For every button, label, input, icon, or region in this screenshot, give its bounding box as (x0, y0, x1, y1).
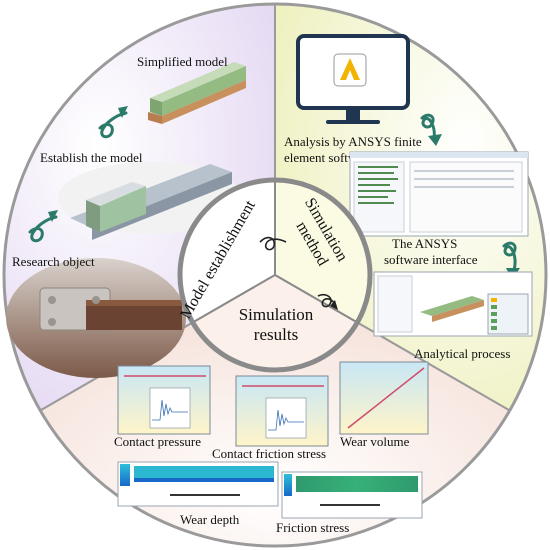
interface-label-line1: The ANSYS (392, 236, 457, 251)
arrow-head-icon (48, 210, 58, 222)
wear-volume-label: Wear volume (340, 434, 410, 449)
ansys-logo-icon (340, 58, 360, 80)
friction-stress-contour (281, 471, 423, 519)
research-object-photo (6, 258, 186, 378)
ansys-monitor-image (296, 34, 410, 124)
hub-border (177, 177, 373, 373)
curly-arrow-icon (98, 111, 128, 139)
simplified-model-image (148, 62, 246, 124)
contact-friction-stress-label: Contact friction stress (212, 446, 326, 461)
research-object-label: Research object (12, 254, 95, 269)
contact-friction-stress-plot (235, 375, 329, 447)
analytical-process-label: Analytical process (414, 346, 510, 361)
interface-label-line2: software interface (384, 252, 478, 267)
wear-volume-plot (339, 361, 429, 435)
curly-arrow-icon (502, 241, 517, 272)
contact-pressure-plot (117, 365, 211, 435)
arrow-head-icon (330, 300, 338, 310)
friction-stress-label: Friction stress (276, 520, 349, 535)
cycle-arrow-icon (317, 293, 336, 308)
analysis-label-line1: Analysis by ANSYS finite (284, 134, 422, 149)
hub-simulation-results-line1: Simulation (239, 305, 314, 324)
arrow-head-icon (118, 106, 128, 118)
simplified-model-label: Simplified model (137, 54, 228, 69)
wear-depth-label: Wear depth (180, 512, 240, 527)
contact-pressure-label: Contact pressure (114, 434, 201, 449)
wear-depth-contour (117, 461, 279, 507)
cycle-arrow-icon (259, 236, 287, 251)
curly-arrow-icon (420, 113, 436, 140)
established-model-image (58, 162, 242, 240)
ansys-interface-screenshot (349, 151, 529, 237)
analytical-process-screenshot (373, 271, 533, 337)
hub-simulation-results-line2: results (254, 325, 298, 344)
arrow-head-icon (428, 134, 442, 146)
establish-model-label: Establish the model (40, 150, 143, 165)
curly-arrow-icon (28, 215, 58, 243)
